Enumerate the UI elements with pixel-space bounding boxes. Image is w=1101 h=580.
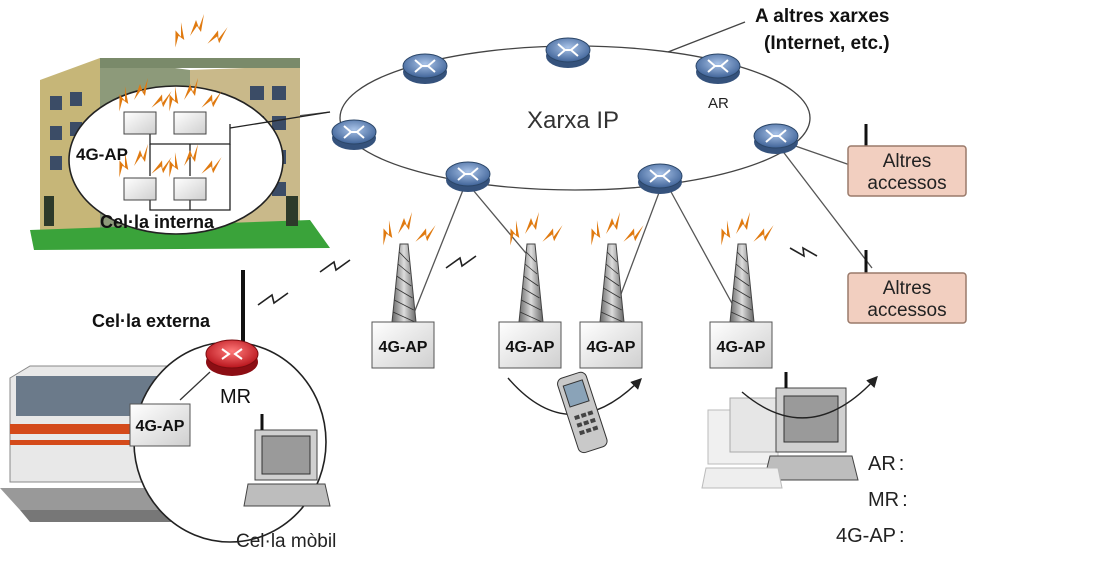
- svg-text:accessos: accessos: [867, 300, 946, 321]
- internal-cell: 4G-AP Cel·la interna: [68, 78, 331, 235]
- external-ap-label: 4G-AP: [136, 418, 185, 435]
- mr-label: MR: [220, 386, 251, 408]
- link-access-2: [777, 144, 873, 269]
- network-title: Xarxa IP: [527, 107, 619, 134]
- ar-router-label: AR: [708, 95, 729, 112]
- ap-label: 4G-AP: [379, 339, 428, 356]
- link-tower-2: [472, 189, 531, 259]
- svg-text:accessos: accessos: [867, 173, 946, 194]
- link-tower-4: [669, 189, 741, 319]
- svg-text:Altres: Altres: [883, 151, 932, 172]
- mobile-cell-caption: Cel·la mòbil: [236, 531, 336, 552]
- base-station-tower: 4G-AP: [498, 212, 563, 369]
- laptop-icon: [701, 372, 859, 489]
- access-box: Altres accessos: [847, 124, 967, 197]
- base-station-tower: 4G-AP: [709, 212, 774, 369]
- router-icon: [637, 163, 683, 195]
- legend-ar: AR:: [868, 453, 904, 475]
- external-link: [667, 21, 746, 53]
- router-icon: [331, 119, 377, 151]
- internal-cell-caption: Cel·la interna: [100, 212, 215, 232]
- internal-ap-label: 4G-AP: [76, 145, 128, 164]
- ap-label: 4G-AP: [717, 339, 766, 356]
- external-networks-label: A altres xarxes (Internet, etc.): [755, 6, 895, 54]
- router-icon: [545, 37, 591, 69]
- link-tower-1: [411, 189, 464, 319]
- legend: AR: MR: 4G-AP:: [836, 453, 908, 547]
- router-icon: [753, 123, 799, 155]
- base-station-tower: 4G-AP: [579, 212, 644, 369]
- access-box: Altres accessos: [847, 250, 967, 324]
- base-station-tower: 4G-AP: [371, 212, 436, 369]
- mobile-phone-icon: [557, 371, 608, 454]
- external-cell-caption: Cel·la externa: [92, 311, 211, 331]
- router-icon: [402, 53, 448, 85]
- svg-text:Altres: Altres: [883, 278, 932, 299]
- router-icon: [695, 53, 741, 85]
- ap-label: 4G-AP: [506, 339, 555, 356]
- legend-4g-ap: 4G-AP:: [836, 525, 905, 547]
- handover-arc: [741, 375, 878, 419]
- legend-mr: MR:: [868, 489, 908, 511]
- ap-label: 4G-AP: [587, 339, 636, 356]
- router-icon: [445, 161, 491, 193]
- external-cell: 4G-AP MR: [129, 270, 331, 543]
